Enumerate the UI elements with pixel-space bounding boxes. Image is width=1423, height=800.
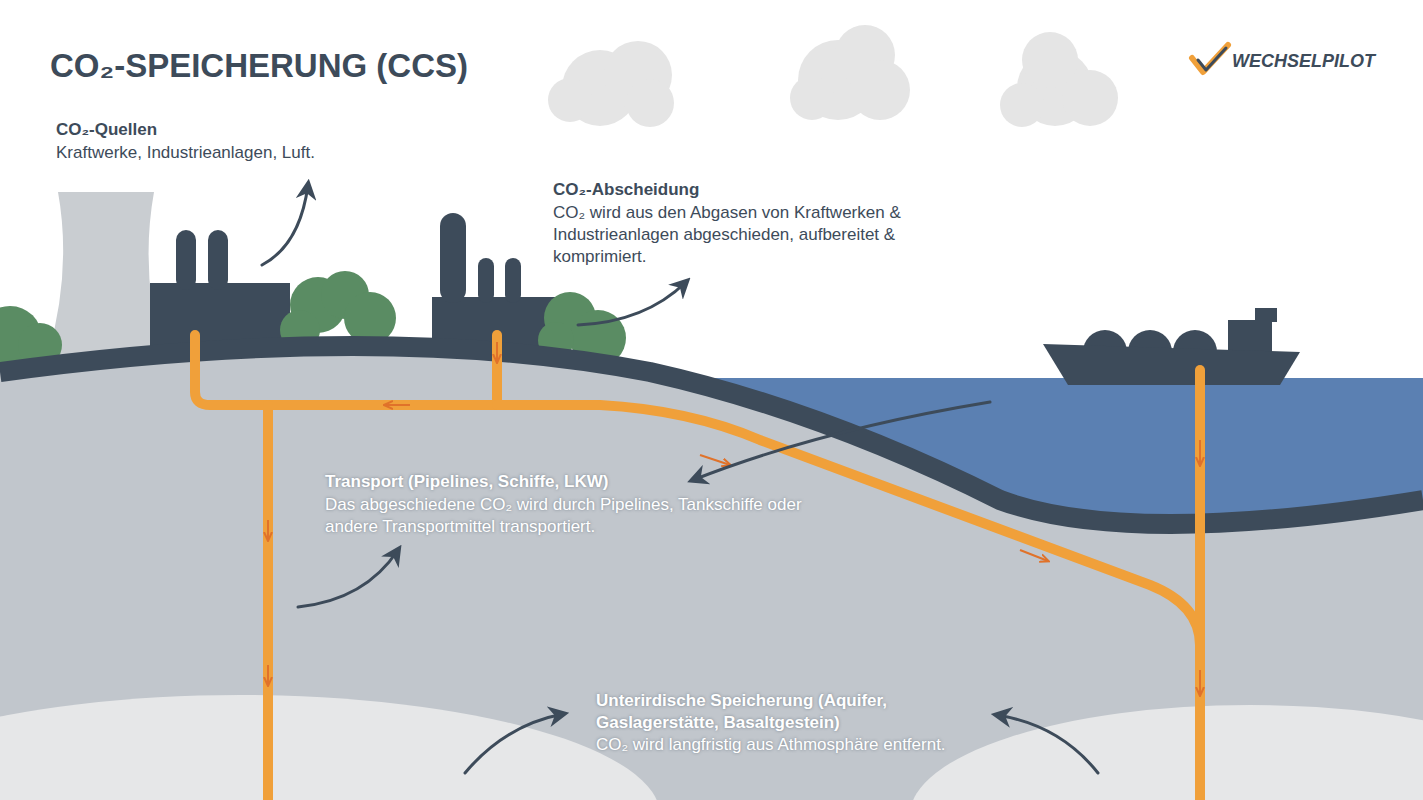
pipelines [195, 335, 1200, 800]
flow-arrows [268, 342, 1200, 695]
section-heading: CO₂-Abscheidung [553, 179, 699, 201]
storage-formation [0, 695, 660, 800]
section-text: Kraftwerke, Industrieanlagen, Luft. [56, 142, 315, 164]
cooling-tower [48, 192, 162, 355]
leader-arrows [262, 185, 1098, 773]
section-heading: Unterirdische Speicherung (Aquifer, Gasl… [596, 690, 986, 734]
section-text: CO₂ wird aus den Abgasen von Kraftwerken… [553, 202, 973, 268]
clouds [548, 25, 1118, 127]
section-text: CO₂ wird langfristig aus Athmosphäre ent… [596, 734, 946, 756]
section-heading: CO₂-Quellen [56, 119, 157, 141]
diagram-title: CO₂-SPEICHERUNG (CCS) [50, 46, 468, 86]
logo-text: WECHSELPILOT [1232, 50, 1375, 72]
tanker-ship [1043, 308, 1300, 385]
section-heading: Transport (Pipelines, Schiffe, LKW) [325, 471, 608, 493]
logo-mark [1192, 45, 1228, 72]
storage-formation [910, 705, 1423, 800]
section-text: Das abgeschiedene CO₂ wird durch Pipelin… [325, 494, 825, 538]
